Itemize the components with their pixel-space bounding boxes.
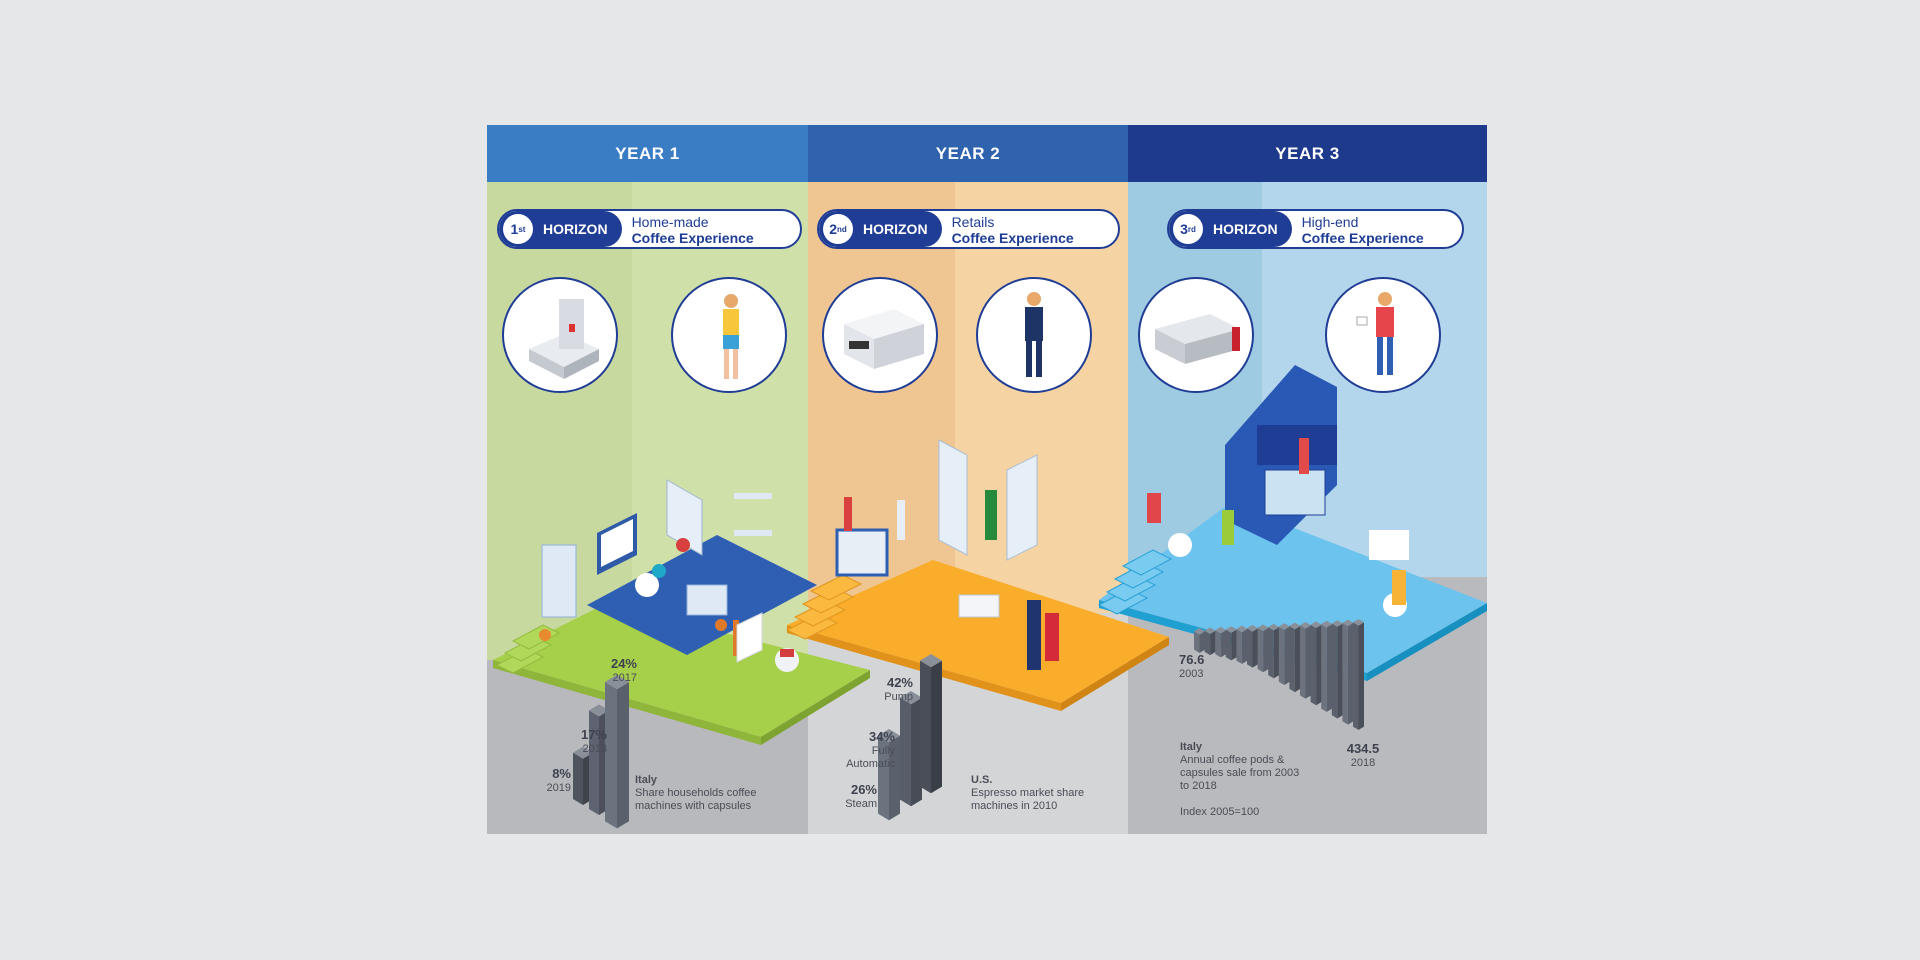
year2-header: YEAR 2: [808, 125, 1128, 182]
chart-subtitle: Share households coffee machines with ca…: [635, 787, 757, 812]
chart3-bar: [1289, 622, 1301, 693]
year-label: 2018: [1350, 757, 1376, 769]
value-label: 34%: [868, 729, 895, 744]
horizon-2-title: Retails Coffee Experience: [942, 211, 1084, 247]
horizon-label: HORIZON: [1213, 221, 1278, 237]
chart3-bar: [1215, 626, 1227, 658]
chart3-bar: [1225, 626, 1237, 661]
chart3-bar: [1331, 620, 1343, 719]
value-label: 434.5: [1346, 741, 1380, 756]
horizon-subtitle: Home-made: [631, 214, 709, 230]
ordinal-number: 2: [829, 221, 837, 237]
retail-coffee-machine-image: [822, 277, 938, 393]
category-label: Pump: [884, 691, 913, 703]
horizon-label: HORIZON: [543, 221, 608, 237]
chart-subtitle: Annual coffee pods & capsules sale from …: [1180, 754, 1300, 792]
ordinal-suffix: nd: [837, 224, 847, 234]
chart2-bar: [878, 729, 900, 821]
chart3-bar: [1194, 628, 1205, 653]
chart2-bar: [900, 691, 922, 807]
year-label: 2017: [612, 672, 637, 684]
chart3-bar: [1204, 627, 1216, 656]
chart3-bar: [1342, 619, 1354, 725]
chart3-bar: [1321, 620, 1333, 712]
ordinal-number: 1: [510, 221, 519, 237]
horizon-subtitle: High-end: [1301, 214, 1359, 230]
year3-label: YEAR 3: [1275, 143, 1340, 163]
chart3-bar: [1300, 622, 1311, 699]
year-label: 2003: [1179, 668, 1204, 680]
chart1-label-2013: 17%2013: [547, 728, 607, 756]
home-user-image: [671, 277, 787, 393]
year1-header: YEAR 1: [487, 125, 808, 182]
chart3-bar: [1247, 625, 1258, 668]
year1-label: YEAR 1: [615, 143, 680, 163]
chart-title: U.S.: [971, 774, 993, 786]
horizon-label: HORIZON: [863, 221, 928, 237]
year2-floor: [785, 439, 1169, 711]
category-label: Steam: [845, 798, 877, 810]
value-label: 42%: [886, 675, 913, 690]
chart1-label-2019: 8%2019: [531, 767, 571, 795]
horizon-subtitle: Retails: [951, 214, 995, 230]
chart3-bar: [1236, 625, 1248, 664]
year1-floor: [493, 479, 870, 745]
horizon-title: Coffee Experience: [631, 230, 754, 246]
value-label: 26%: [850, 782, 877, 797]
chart-subtitle: Espresso market share machines in 2010: [971, 787, 1085, 812]
category-label: Fully Automatic: [846, 745, 895, 770]
infographic: YEAR 1 YEAR 2 YEAR 3: [487, 125, 1487, 834]
chart3-bar: [1310, 621, 1322, 706]
year-label: 2019: [546, 782, 571, 794]
home-coffee-machine-image: [502, 277, 618, 393]
chart-note: Index 2005=100: [1180, 806, 1260, 818]
chart3-bar: [1268, 623, 1280, 679]
chart2-caption: U.S.Espresso market share machines in 20…: [971, 774, 1121, 813]
year3-header: YEAR 3: [1128, 125, 1487, 182]
value-label: 17%: [580, 727, 607, 742]
ordinal-number: 3: [1180, 221, 1188, 237]
value-label: 8%: [552, 766, 571, 781]
horizon-1-title: Home-made Coffee Experience: [622, 211, 764, 247]
isometric-scene: [487, 365, 1487, 834]
charts-layer: [573, 619, 1364, 829]
chart3-bar: [1278, 623, 1290, 685]
chart2-label-fully-automatic: 34%Fully Automatic: [827, 730, 895, 771]
chart1-label-2017: 24%2017: [577, 657, 637, 685]
value-label: 76.6: [1179, 652, 1205, 667]
barista-image: [1325, 277, 1441, 393]
horizon-3-title: High-end Coffee Experience: [1292, 211, 1434, 247]
chart2-bar: [920, 654, 942, 794]
ordinal-suffix: st: [518, 224, 526, 234]
highend-espresso-machine-image: [1138, 277, 1254, 393]
horizon-title: Coffee Experience: [951, 230, 1074, 246]
retail-salesperson-image: [976, 277, 1092, 393]
chart3-bar: [1353, 619, 1364, 730]
horizon-title: Coffee Experience: [1301, 230, 1424, 246]
chart3-bar: [1257, 624, 1269, 673]
chart2-label-pump: 42%Pump: [857, 676, 913, 704]
chart-title: Italy: [1180, 741, 1203, 753]
chart-title: Italy: [635, 774, 658, 786]
chart1-bar: [605, 674, 629, 829]
year2-label: YEAR 2: [935, 143, 1001, 163]
ordinal-suffix: rd: [1187, 224, 1196, 234]
value-label: 24%: [610, 656, 637, 671]
chart2-label-steam: 26%Steam: [827, 783, 877, 811]
year-label: 2013: [582, 743, 607, 755]
